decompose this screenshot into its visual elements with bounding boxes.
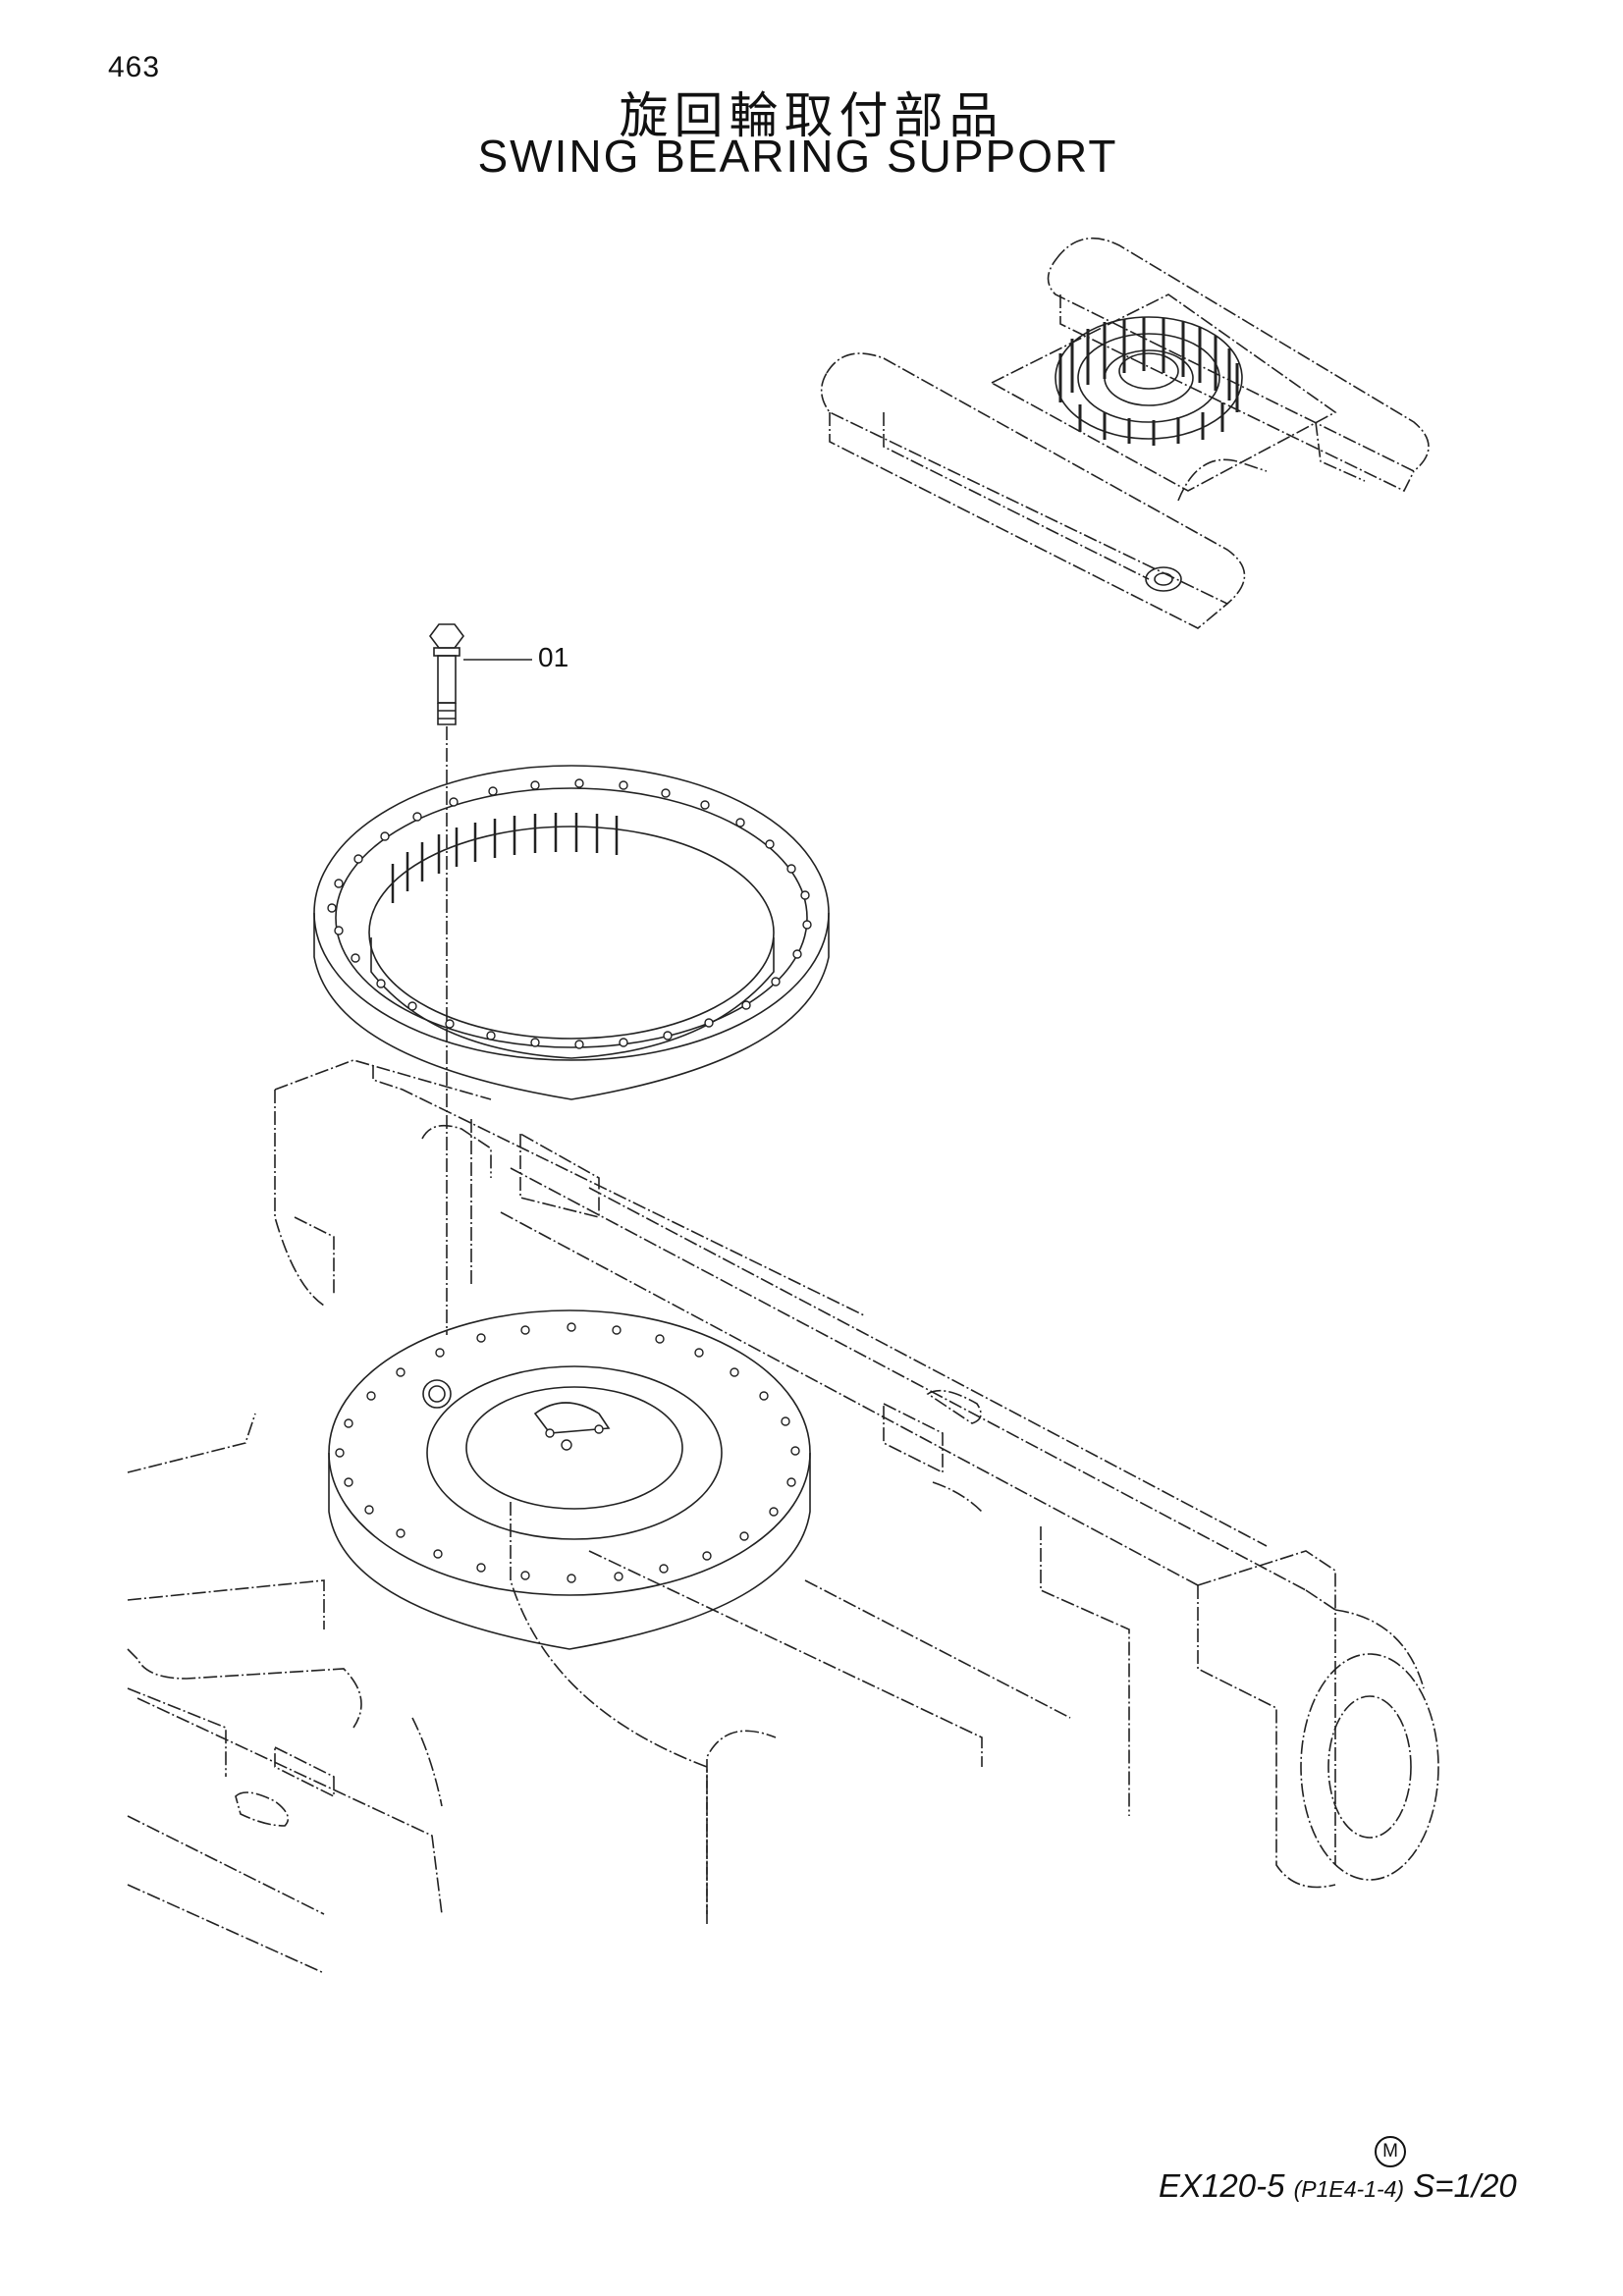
drawing-code: (P1E4-1-4): [1293, 2176, 1405, 2202]
callout-label-01: 01: [538, 642, 569, 672]
track-frame: [127, 1059, 1439, 1974]
title-english: SWING BEARING SUPPORT: [477, 131, 1118, 182]
footer-info: EX120-5 (P1E4-1-4) S=1/20: [1159, 2167, 1517, 2205]
undercarriage-inset: [820, 237, 1430, 629]
page-number: 463: [108, 51, 161, 83]
bearing-mount-circle: [328, 1309, 811, 1650]
model-name: EX120-5: [1159, 2167, 1285, 2204]
bolt-part-01: [429, 623, 532, 1335]
title-japanese: 旋回輪取付部品: [619, 87, 1004, 144]
drawing-scale: S=1/20: [1413, 2167, 1517, 2204]
swing-bearing-ring: [313, 765, 830, 1100]
model-mark: M: [1375, 2136, 1406, 2167]
